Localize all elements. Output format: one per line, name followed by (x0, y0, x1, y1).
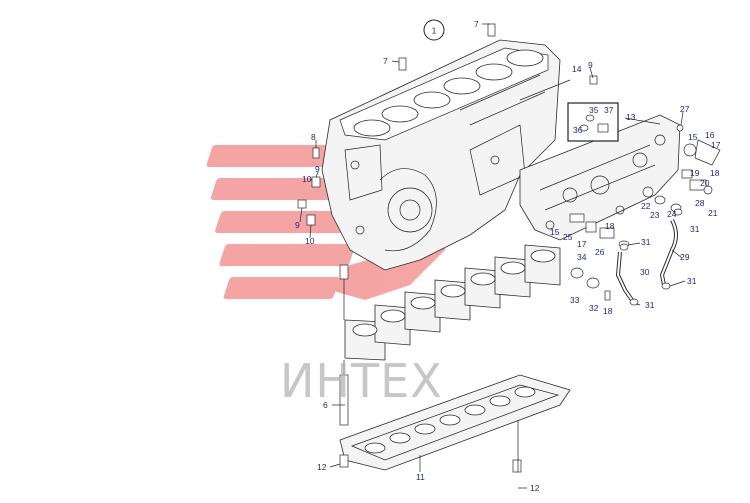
callout-12a: 12 (317, 462, 327, 472)
side-cover-plate (519, 114, 681, 241)
pipes (570, 208, 683, 306)
bolts (297, 23, 598, 473)
group-number-circle (423, 19, 445, 41)
callout-23: 23 (650, 210, 660, 220)
callout-labels: 7 7 9 14 35 37 36 13 27 15 16 17 19 18 2… (295, 19, 721, 493)
detail-fittings (579, 114, 609, 133)
callout-9c: 9 (295, 220, 300, 230)
callout-33: 33 (570, 295, 580, 305)
callout-17a: 17 (711, 140, 721, 150)
callout-36: 36 (573, 125, 583, 135)
callout-24: 24 (667, 209, 677, 219)
callout-31c: 31 (687, 276, 697, 286)
callout-26: 26 (595, 247, 605, 257)
callout-15a: 15 (688, 132, 698, 142)
callout-22: 22 (641, 201, 651, 211)
callout-29: 29 (680, 252, 690, 262)
callout-10a: 10 (302, 174, 312, 184)
callout-14: 14 (572, 64, 582, 74)
callout-32: 32 (589, 303, 599, 313)
callout-25: 25 (563, 232, 573, 242)
callout-12b: 12 (530, 483, 540, 493)
callout-7b: 7 (383, 56, 388, 66)
main-bearing-caps (344, 244, 561, 361)
callout-8: 8 (311, 132, 316, 142)
callout-13: 13 (626, 112, 636, 122)
callout-34: 34 (577, 252, 587, 262)
callout-10b: 10 (305, 236, 315, 246)
callout-31d: 31 (645, 300, 655, 310)
callout-20: 20 (700, 178, 710, 188)
callout-37: 37 (604, 105, 614, 115)
detail-box (567, 102, 619, 142)
callout-28: 28 (695, 198, 705, 208)
callout-18c: 18 (603, 306, 613, 316)
callout-21: 21 (708, 208, 718, 218)
callout-11: 11 (416, 472, 425, 482)
callout-30: 30 (640, 267, 650, 277)
callout-9b: 9 (315, 164, 320, 174)
callout-35: 35 (589, 105, 599, 115)
callout-19: 19 (690, 168, 700, 178)
cylinder-block (321, 39, 561, 271)
callout-7a: 7 (474, 19, 479, 29)
callout-15b: 15 (550, 227, 560, 237)
callout-27: 27 (680, 104, 690, 114)
right-fittings (569, 124, 721, 248)
leader-lines (299, 23, 686, 489)
callout-9a: 9 (588, 60, 593, 70)
callout-18b: 18 (605, 221, 615, 231)
group-number: 1 (432, 26, 437, 36)
callout-17b: 17 (577, 239, 587, 249)
callout-31a: 31 (690, 224, 700, 234)
watermark-text: ИНТЕХ (280, 354, 443, 408)
callout-6: 6 (323, 400, 328, 410)
callout-16: 16 (705, 130, 715, 140)
callout-31b: 31 (641, 237, 651, 247)
callout-18a: 18 (710, 168, 720, 178)
